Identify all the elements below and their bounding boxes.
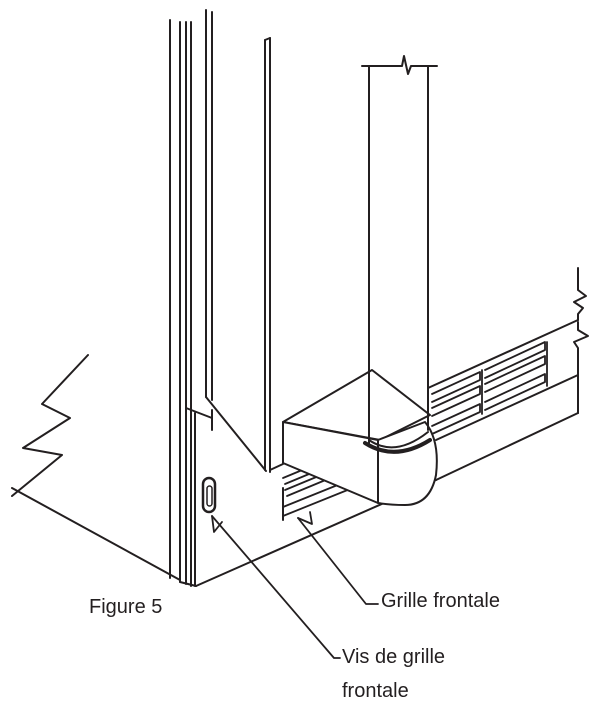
cabinet-side-panel: [169, 19, 192, 587]
callout-grille-screw-line2: frontale: [342, 680, 409, 702]
hinge-pipe: [361, 55, 438, 449]
side-grille-slot-grid: [431, 341, 548, 435]
callout-front-grille: Grille frontale: [381, 590, 500, 612]
side-grille-panel: [427, 267, 589, 481]
door-panel: [205, 9, 271, 473]
leader-line-grille-screw: [211, 515, 341, 659]
hinge-block: [282, 369, 438, 506]
figure-caption: Figure 5: [89, 596, 163, 618]
cabinet-side-break-line: [11, 354, 181, 581]
leader-line-front-grille: [297, 511, 379, 605]
grille-screw-slot: [201, 476, 217, 514]
callout-grille-screw-line1: Vis de grille: [342, 646, 446, 668]
